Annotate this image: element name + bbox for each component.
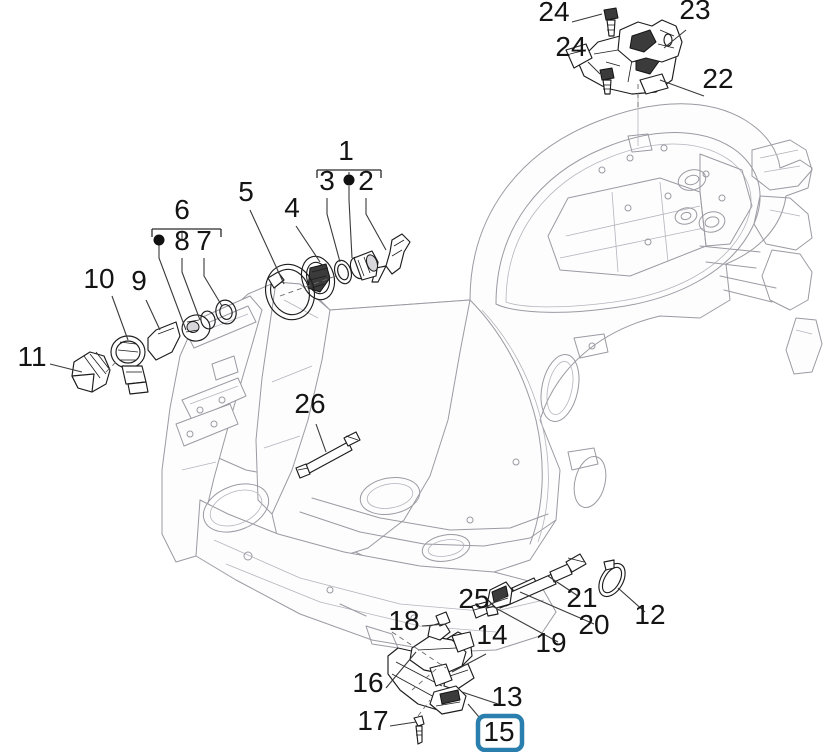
label-2[interactable]: 2 <box>358 165 374 196</box>
part-16-18-hinge-body <box>391 611 475 691</box>
part-2-key <box>371 233 411 283</box>
group-1-bullet <box>343 174 355 186</box>
label-7[interactable]: 7 <box>196 225 212 256</box>
label-1[interactable]: 1 <box>338 135 354 166</box>
label-11[interactable]: 11 <box>17 341 46 372</box>
label-10[interactable]: 10 <box>83 263 114 294</box>
group-6-bullet <box>153 234 165 246</box>
part-3-lock-barrel <box>349 250 379 281</box>
part-10-ignition-switch <box>110 335 149 395</box>
label-24-top[interactable]: 24 <box>538 0 569 27</box>
part-11-cap <box>71 351 117 393</box>
group-bracket-6 <box>151 228 222 246</box>
group-bracket-1 <box>316 169 382 186</box>
label-15[interactable]: 15 <box>483 716 514 747</box>
part-12-o-ring <box>598 559 626 598</box>
part-24a-screw <box>603 7 619 37</box>
label-8[interactable]: 8 <box>174 225 190 256</box>
label-3[interactable]: 3 <box>319 165 335 196</box>
part-17-screw <box>413 699 431 745</box>
label-23[interactable]: 23 <box>679 0 710 25</box>
part-25-grommet <box>487 581 513 609</box>
label-5[interactable]: 5 <box>238 176 254 207</box>
part-8-lock-body <box>181 310 216 342</box>
part-9-cover-flap <box>147 321 181 361</box>
label-25[interactable]: 25 <box>458 583 489 614</box>
label-26[interactable]: 26 <box>294 388 325 419</box>
part-23-catch-plate <box>617 19 683 63</box>
label-20[interactable]: 20 <box>578 609 609 640</box>
part-26-long-screw <box>295 431 361 479</box>
label-17[interactable]: 17 <box>357 705 388 736</box>
part-24b-screw <box>599 67 615 95</box>
part-15-latch-plate <box>429 685 467 715</box>
label-6[interactable]: 6 <box>174 194 190 225</box>
label-12[interactable]: 12 <box>634 599 665 630</box>
label-13[interactable]: 13 <box>491 681 522 712</box>
frame-illustration <box>161 84 823 653</box>
label-14[interactable]: 14 <box>476 619 507 650</box>
label-16[interactable]: 16 <box>352 667 383 698</box>
label-22[interactable]: 22 <box>702 63 733 94</box>
label-24-bottom[interactable]: 24 <box>555 31 586 62</box>
label-4[interactable]: 4 <box>284 192 300 223</box>
part-19-bolt <box>471 601 499 619</box>
highlight-box-15[interactable] <box>475 713 525 752</box>
label-18[interactable]: 18 <box>388 605 419 636</box>
part-7-ring <box>215 299 237 325</box>
label-19[interactable]: 19 <box>535 627 566 658</box>
label-21[interactable]: 21 <box>566 582 597 613</box>
label-9[interactable]: 9 <box>131 265 147 296</box>
